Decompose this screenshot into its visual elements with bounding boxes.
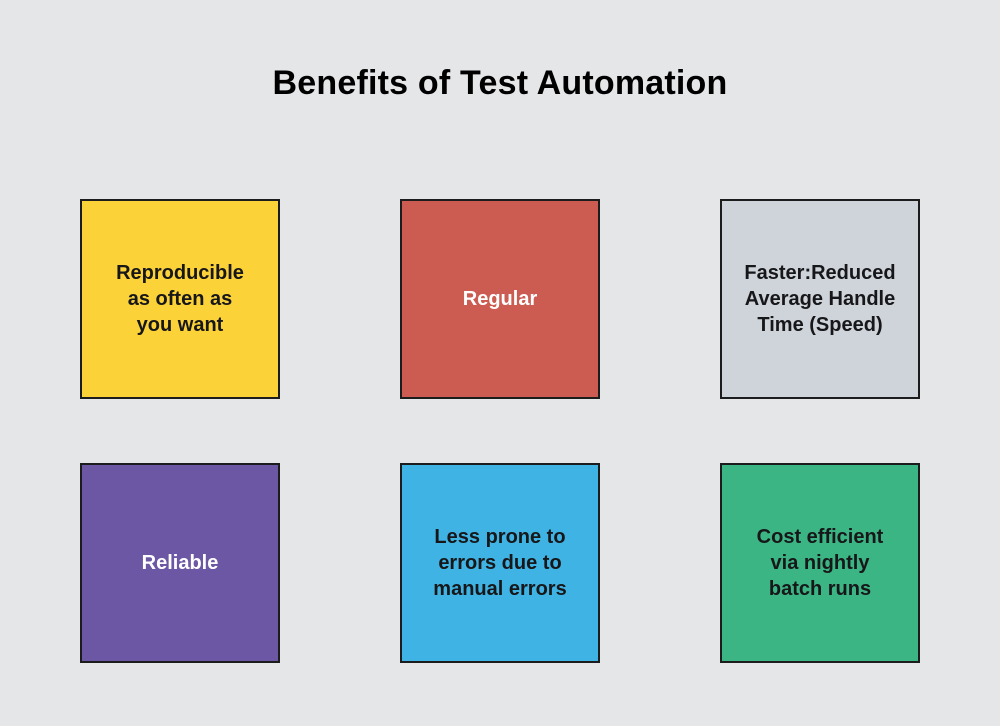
benefit-card-faster: Faster:Reduced Average Handle Time (Spee… — [720, 199, 920, 399]
benefit-card-label: Reproducible as often as you want — [116, 262, 244, 336]
benefit-card-reproducible: Reproducible as often as you want — [80, 199, 280, 399]
benefit-card-cost-efficient: Cost efficient via nightly batch runs — [720, 463, 920, 663]
benefit-card-label: Cost efficient via nightly batch runs — [756, 526, 884, 600]
benefit-card-label: Faster:Reduced Average Handle Time (Spee… — [744, 262, 896, 336]
benefit-card-label: Less prone to errors due to manual error… — [433, 526, 567, 600]
benefit-card-label: Reliable — [141, 552, 219, 574]
benefit-card-reliable: Reliable — [80, 463, 280, 663]
benefit-card-regular: Regular — [400, 199, 600, 399]
benefits-grid: Reproducible as often as you want Regula… — [80, 199, 920, 663]
benefit-card-less-prone-to-errors: Less prone to errors due to manual error… — [400, 463, 600, 663]
benefit-card-label: Regular — [462, 288, 538, 310]
page-title: Benefits of Test Automation — [272, 64, 728, 102]
